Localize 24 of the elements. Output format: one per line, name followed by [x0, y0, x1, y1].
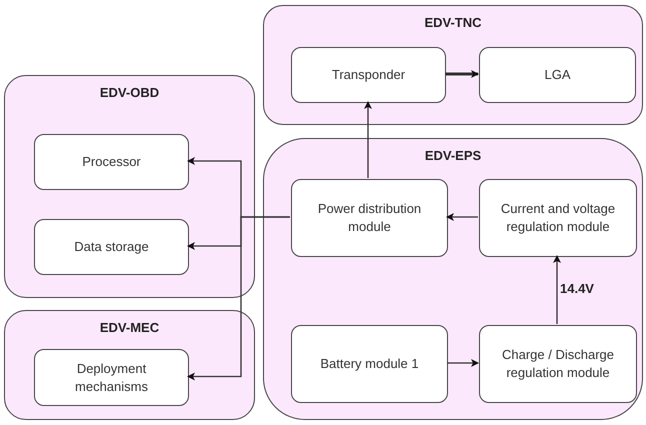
group-title: EDV-TNC	[424, 15, 482, 30]
module-box: LGA	[479, 47, 636, 103]
group-title: EDV-OBD	[100, 85, 160, 100]
group-container	[263, 5, 643, 125]
module-box: Power distribution module	[291, 179, 448, 257]
connector-arrow	[187, 216, 290, 380]
connector-arrow	[445, 70, 479, 78]
module-box: Current and voltage regulation module	[479, 179, 637, 257]
connector-arrow	[447, 359, 479, 367]
group-title: EDV-EPS	[424, 148, 482, 163]
connector-arrow	[553, 255, 561, 324]
group-container	[4, 75, 255, 298]
module-box: Data storage	[34, 219, 189, 275]
group-container	[263, 138, 643, 420]
module-box: Processor	[34, 134, 189, 190]
module-box: Deployment mechanisms	[34, 349, 189, 406]
group-container	[4, 310, 255, 420]
module-box: Charge / Discharge regulation module	[479, 325, 637, 403]
group-title: EDV-MEC	[100, 320, 160, 335]
module-box: Transponder	[291, 47, 446, 103]
connector-arrow	[364, 101, 372, 178]
edge-label: 14.4V	[560, 281, 594, 296]
connector-arrow	[446, 213, 478, 221]
module-box: Battery module 1	[291, 325, 448, 403]
